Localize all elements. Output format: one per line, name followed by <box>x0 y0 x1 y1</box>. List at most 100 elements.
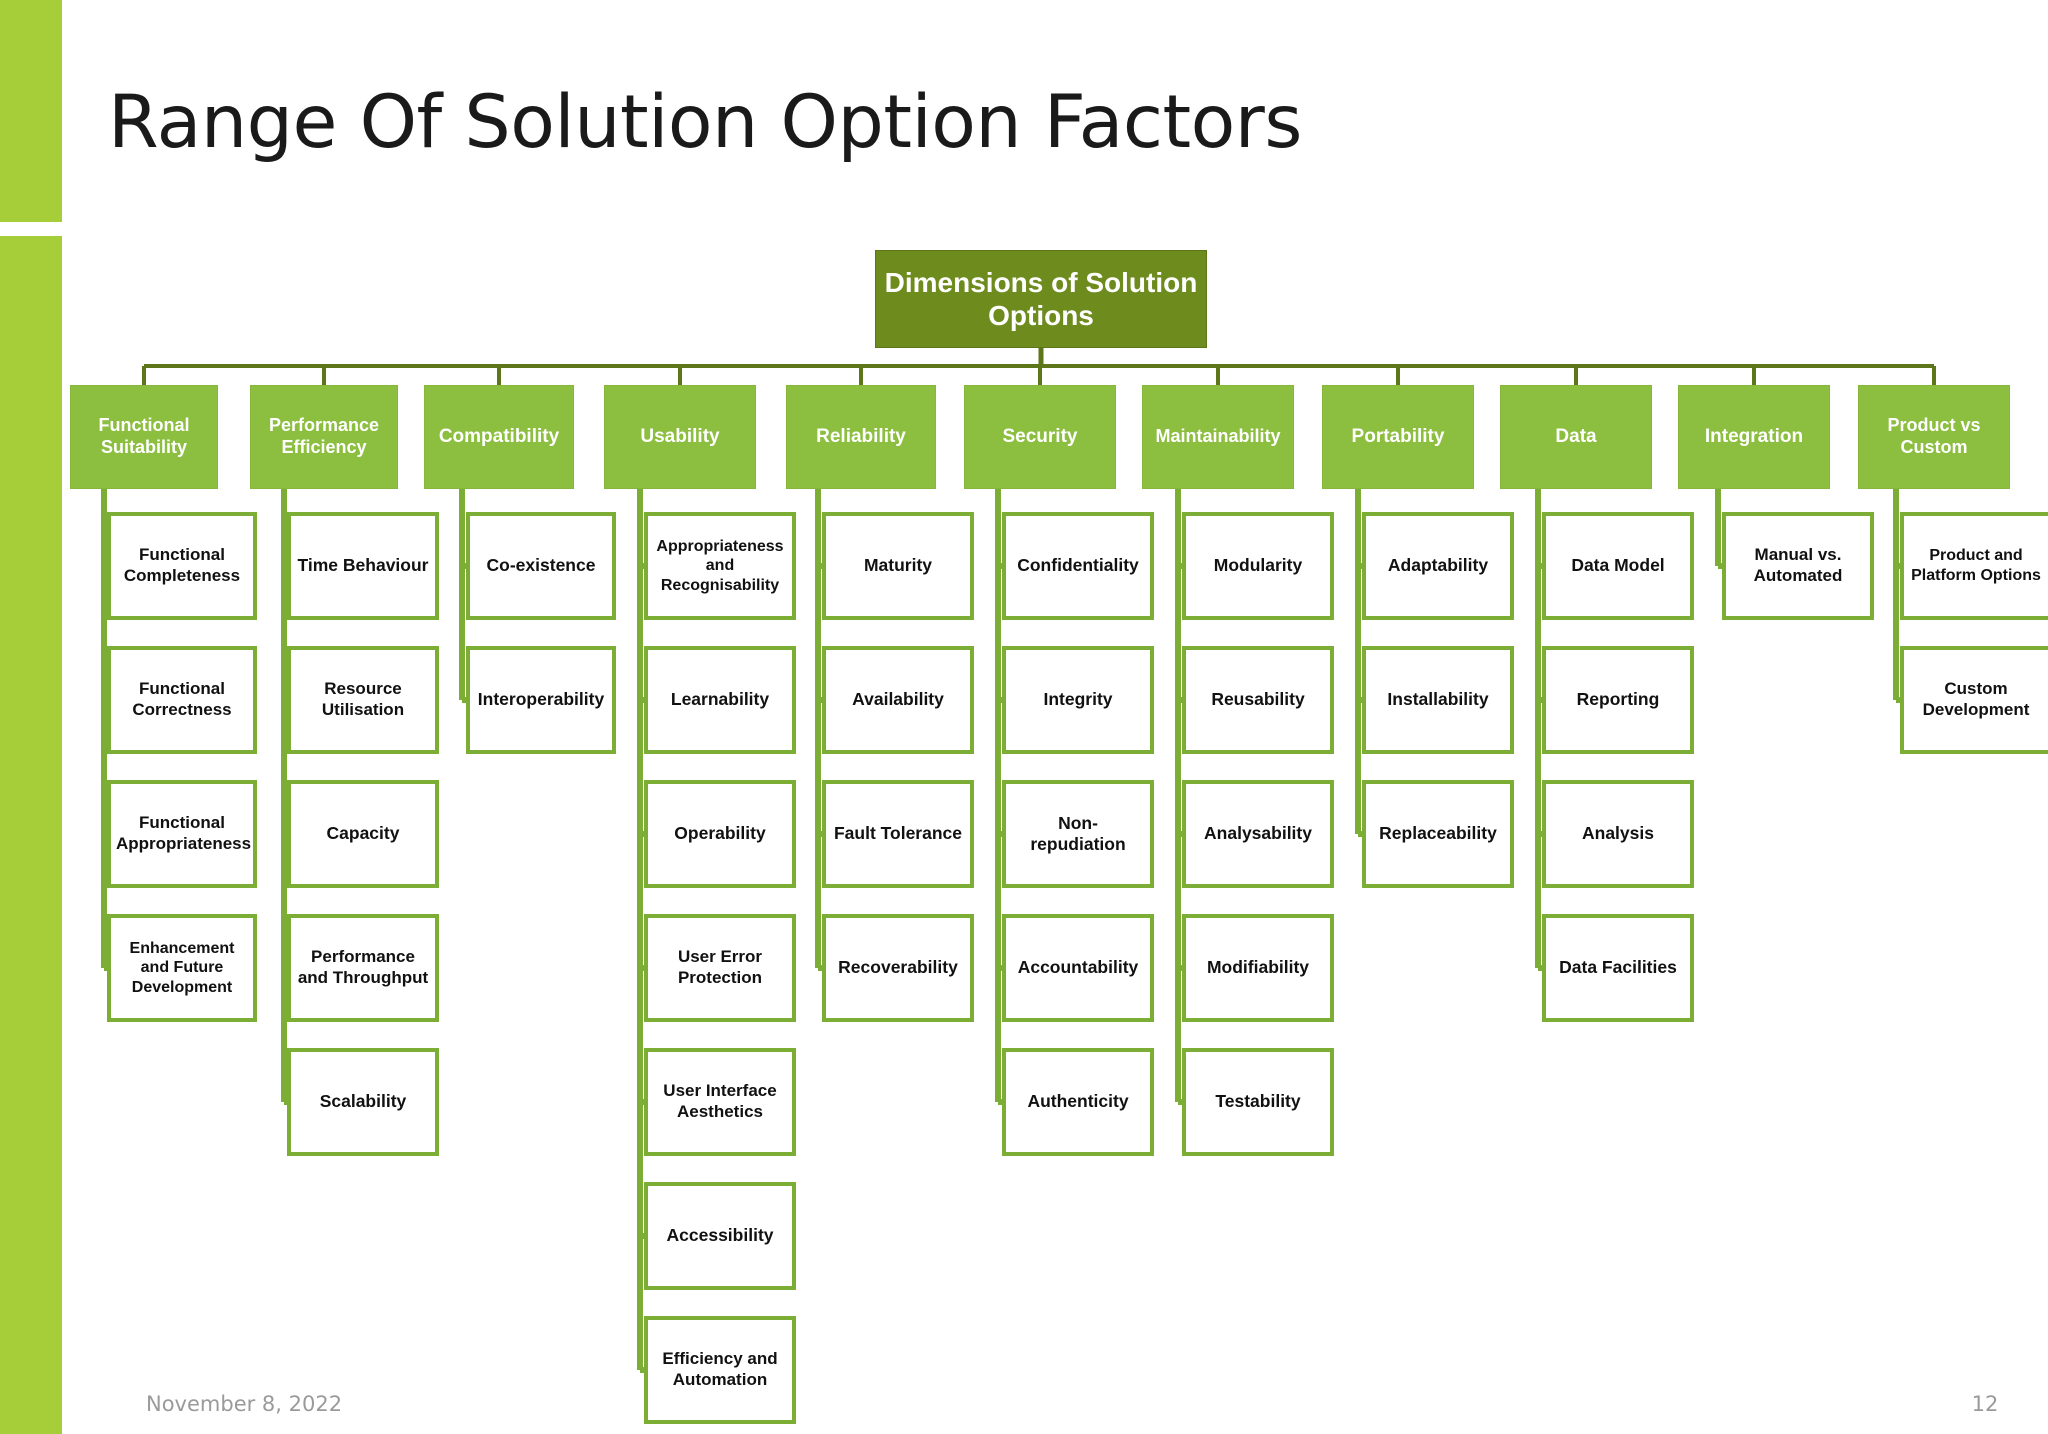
leaf-node-functional-completeness[interactable]: Functional Completeness <box>107 512 257 620</box>
leaf-node-appropriateness-and-recognisability[interactable]: Appropriateness and Recognisability <box>644 512 796 620</box>
leaf-node-analysis[interactable]: Analysis <box>1542 780 1694 888</box>
node-label: Usability <box>640 425 720 447</box>
node-label: Confidentiality <box>1017 555 1139 576</box>
leaf-node-enhancement-and-future-development[interactable]: Enhancement and Future Development <box>107 914 257 1022</box>
node-label: Time Behaviour <box>297 555 429 576</box>
leaf-node-performance-and-throughput[interactable]: Performance and Throughput <box>287 914 439 1022</box>
node-label: Functional Suitability <box>98 415 190 457</box>
leaf-node-capacity[interactable]: Capacity <box>287 780 439 888</box>
page-title: Range Of Solution Option Factors <box>108 80 1302 165</box>
leaf-node-reusability[interactable]: Reusability <box>1182 646 1334 754</box>
leaf-node-resource-utilisation[interactable]: Resource Utilisation <box>287 646 439 754</box>
leaf-node-user-error-protection[interactable]: User Error Protection <box>644 914 796 1022</box>
tree-root-node[interactable]: Dimensions of Solution Options <box>875 250 1207 348</box>
leaf-node-maturity[interactable]: Maturity <box>822 512 974 620</box>
leaf-node-recoverability[interactable]: Recoverability <box>822 914 974 1022</box>
node-label: Portability <box>1351 425 1445 447</box>
leaf-node-analysability[interactable]: Analysability <box>1182 780 1334 888</box>
node-label: Reporting <box>1576 689 1660 710</box>
leaf-node-installability[interactable]: Installability <box>1362 646 1514 754</box>
footer-page-number: 12 <box>1971 1392 1999 1416</box>
leaf-node-authenticity[interactable]: Authenticity <box>1002 1048 1154 1156</box>
node-label: Analysability <box>1204 823 1312 844</box>
leaf-node-availability[interactable]: Availability <box>822 646 974 754</box>
node-label: Testability <box>1215 1091 1301 1112</box>
node-label: Authenticity <box>1027 1091 1129 1112</box>
node-label: Maintainability <box>1155 426 1281 447</box>
leaf-node-functional-appropriateness[interactable]: Functional Appropriateness <box>107 780 257 888</box>
node-label: Appropriateness and Recognisability <box>656 537 784 594</box>
leaf-node-modularity[interactable]: Modularity <box>1182 512 1334 620</box>
node-label: Availability <box>852 689 944 710</box>
node-label: Custom Development <box>1922 679 2030 719</box>
leaf-node-data-facilities[interactable]: Data Facilities <box>1542 914 1694 1022</box>
node-label: Adaptability <box>1387 555 1489 576</box>
category-node-functional-suitability[interactable]: Functional Suitability <box>70 385 218 489</box>
leaf-node-operability[interactable]: Operability <box>644 780 796 888</box>
node-label: Integrity <box>1043 689 1113 710</box>
leaf-node-co-existence[interactable]: Co-existence <box>466 512 616 620</box>
node-label: Functional Completeness <box>123 545 241 585</box>
decorative-accent-bar-top <box>0 0 62 222</box>
leaf-node-learnability[interactable]: Learnability <box>644 646 796 754</box>
node-label: Modifiability <box>1206 957 1310 978</box>
leaf-node-replaceability[interactable]: Replaceability <box>1362 780 1514 888</box>
category-node-compatibility[interactable]: Compatibility <box>424 385 574 489</box>
leaf-node-fault-tolerance[interactable]: Fault Tolerance <box>822 780 974 888</box>
node-label: Interoperability <box>477 689 605 710</box>
leaf-node-accountability[interactable]: Accountability <box>1002 914 1154 1022</box>
category-node-security[interactable]: Security <box>964 385 1116 489</box>
category-node-product-vs-custom[interactable]: Product vs Custom <box>1858 385 2010 489</box>
node-label: Capacity <box>326 823 400 844</box>
leaf-node-integrity[interactable]: Integrity <box>1002 646 1154 754</box>
node-label: User Error Protection <box>677 947 763 987</box>
node-label: Installability <box>1387 689 1489 710</box>
category-node-portability[interactable]: Portability <box>1322 385 1474 489</box>
node-label: Operability <box>674 823 766 844</box>
leaf-node-efficiency-and-automation[interactable]: Efficiency and Automation <box>644 1316 796 1424</box>
leaf-node-custom-development[interactable]: Custom Development <box>1900 646 2048 754</box>
node-label: Analysis <box>1582 823 1654 844</box>
leaf-node-interoperability[interactable]: Interoperability <box>466 646 616 754</box>
node-label: Functional Correctness <box>132 679 232 719</box>
leaf-node-functional-correctness[interactable]: Functional Correctness <box>107 646 257 754</box>
node-label: Efficiency and Automation <box>662 1349 778 1389</box>
leaf-node-data-model[interactable]: Data Model <box>1542 512 1694 620</box>
category-node-performance-efficiency[interactable]: Performance Efficiency <box>250 385 398 489</box>
category-node-reliability[interactable]: Reliability <box>786 385 936 489</box>
leaf-node-user-interface-aesthetics[interactable]: User Interface Aesthetics <box>644 1048 796 1156</box>
leaf-node-product-and-platform-options[interactable]: Product and Platform Options <box>1900 512 2048 620</box>
category-node-data[interactable]: Data <box>1500 385 1652 489</box>
node-label: Recoverability <box>838 957 958 978</box>
node-label: Non-repudiation <box>1030 812 1126 854</box>
node-label: Enhancement and Future Development <box>129 939 235 996</box>
leaf-node-non-repudiation[interactable]: Non-repudiation <box>1002 780 1154 888</box>
node-label: Reliability <box>816 425 906 447</box>
node-label: Fault Tolerance <box>833 823 963 844</box>
node-label: Accountability <box>1017 957 1139 978</box>
leaf-node-confidentiality[interactable]: Confidentiality <box>1002 512 1154 620</box>
leaf-node-reporting[interactable]: Reporting <box>1542 646 1694 754</box>
node-label: Product vs Custom <box>1887 415 1981 457</box>
category-node-maintainability[interactable]: Maintainability <box>1142 385 1294 489</box>
leaf-node-adaptability[interactable]: Adaptability <box>1362 512 1514 620</box>
leaf-node-manual-vs-automated[interactable]: Manual vs. Automated <box>1722 512 1874 620</box>
leaf-node-time-behaviour[interactable]: Time Behaviour <box>287 512 439 620</box>
leaf-node-testability[interactable]: Testability <box>1182 1048 1334 1156</box>
category-node-integration[interactable]: Integration <box>1678 385 1830 489</box>
node-label: Replaceability <box>1379 823 1497 844</box>
leaf-node-modifiability[interactable]: Modifiability <box>1182 914 1334 1022</box>
node-label: Modularity <box>1213 555 1303 576</box>
node-label: Performance and Throughput <box>297 947 429 987</box>
node-label: Data <box>1555 425 1597 447</box>
footer-date: November 8, 2022 <box>146 1392 343 1416</box>
node-label: Reusability <box>1211 689 1305 710</box>
node-label: Compatibility <box>438 425 560 447</box>
leaf-node-accessibility[interactable]: Accessibility <box>644 1182 796 1290</box>
leaf-node-scalability[interactable]: Scalability <box>287 1048 439 1156</box>
node-label: Manual vs. Automated <box>1753 545 1843 585</box>
node-label: Functional Appropriateness <box>116 813 252 853</box>
category-node-usability[interactable]: Usability <box>604 385 756 489</box>
